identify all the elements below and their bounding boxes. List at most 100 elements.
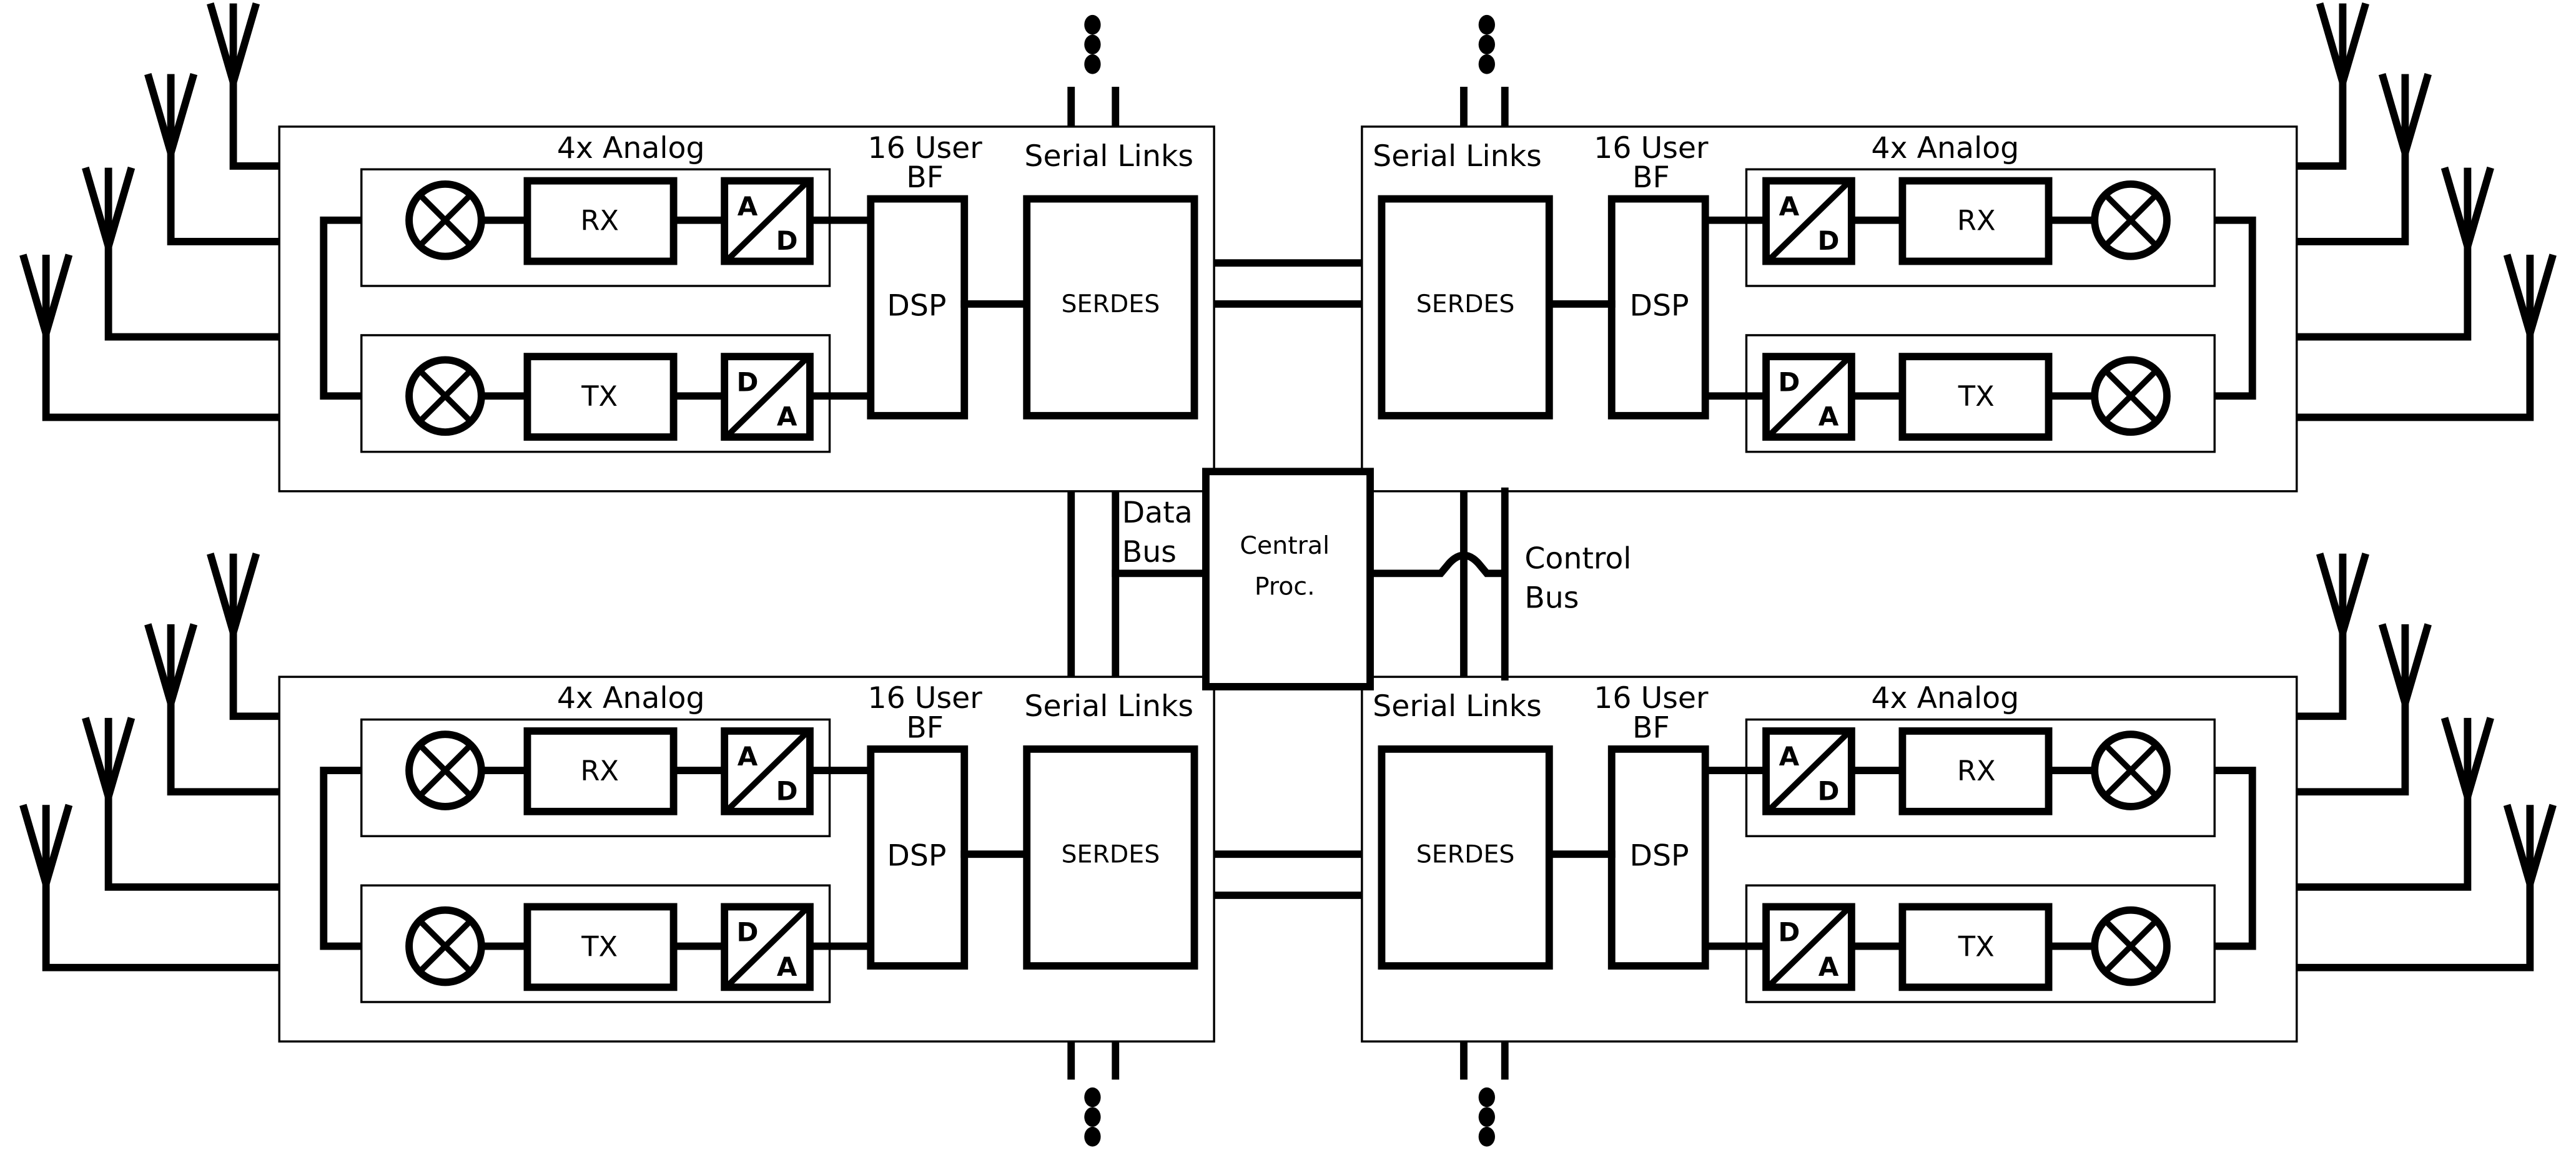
antenna-feed-line [229,553,280,720]
converter-label: D [1818,775,1840,806]
antenna-feed-line [42,255,280,421]
user-bf-label: BF [1632,710,1670,745]
converter-label: D [776,225,798,256]
control-bus-label: Bus [1524,581,1579,616]
tx-label: TX [581,930,618,963]
user-bf-label: 16 User [1594,131,1709,165]
converter-label: A [1818,951,1839,982]
antenna-icon [2296,717,2494,891]
antenna-icon [2296,72,2432,245]
tx-block [523,353,678,441]
antenna-icon [82,166,280,341]
antenna-feed-line [2296,3,2347,170]
control-bus-label: Control [1524,541,1631,576]
antenna-feed-line [2296,167,2472,341]
user-bf-label: BF [906,160,944,195]
serial-links-label: Serial Links [1373,689,1542,724]
antenna-feed-line [167,74,280,245]
central-proc-label: Central [1240,531,1330,560]
converter-label: A [777,401,797,432]
converter-diagonal [1768,732,1850,811]
converter-label: A [738,741,758,772]
antenna-feed-line [2296,805,2534,971]
rx-label: RX [1957,754,1996,787]
antenna-feed-line [2296,624,2409,796]
converter-diagonal [726,357,808,436]
tx-label: TX [1958,380,1995,413]
antenna-icon [2296,623,2432,796]
antenna-icon [207,2,280,170]
user-bf-label: BF [1632,160,1670,195]
antenna-icon [2296,166,2494,341]
converter-label: D [1818,225,1840,256]
rx-block [523,177,678,265]
data-bus-label: Data [1122,496,1193,530]
user-bf-label: BF [906,710,944,745]
serial-links-label: Serial Links [1024,139,1193,174]
converter-label: A [1779,191,1800,222]
continuation-dot-icon [1478,14,1495,35]
rx-chain: RX AD [360,718,875,837]
antenna-feed-line [2296,553,2347,720]
tx-block [1898,903,2053,991]
antenna-icon [144,72,280,245]
antenna-feed-line [2296,255,2534,421]
antenna-feed-line [2296,717,2472,891]
mixer-icon [405,180,485,260]
dsp-block [1607,195,1709,420]
antenna-feed-line [42,805,280,971]
converter-diagonal [726,907,808,987]
continuation-dot-icon [1084,1107,1101,1127]
rx-label: RX [1957,204,1996,237]
rx-label: RX [580,204,619,237]
antenna-icon [19,253,280,421]
antenna-feed-line [104,167,280,341]
mixer-cross [2101,917,2160,975]
mixer-cross [416,191,475,249]
rx-chain: RX AD [1701,168,2216,287]
central-processor-block [1202,468,1374,690]
mixer-icon [405,906,485,986]
antenna-icon [82,717,280,891]
continuation-dot-icon [1084,34,1101,55]
central-proc-label: Proc. [1255,573,1315,601]
continuation-dot-icon [1084,1126,1101,1147]
converter-diagonal [726,732,808,811]
serial-links-label: Serial Links [1024,689,1193,724]
converter-diagonal [726,181,808,261]
continuation-dot-icon [1084,1087,1101,1108]
serdes-label: SERDES [1062,290,1160,318]
converter-label: D [776,775,798,806]
serdes-block [1023,195,1198,420]
converter-label: A [777,951,797,982]
user-bf-label: 16 User [868,131,983,165]
serdes-block [1378,745,1553,970]
continuation-dot-icon [1478,34,1495,55]
antenna-icon [207,553,280,720]
converter-label: D [1778,917,1800,948]
continuation-dot-icon [1478,1126,1495,1147]
antenna-icon [144,623,280,796]
rx-label: RX [580,754,619,787]
dsp-label: DSP [1630,288,1689,323]
converter-diagonal [1768,907,1850,987]
antenna-icon [2296,804,2557,971]
converter-label: A [1818,401,1839,432]
mixer-icon [405,356,485,436]
rx-block [1898,727,2053,815]
continuation-dot-icon [1084,14,1101,35]
serdes-label: SERDES [1062,840,1160,868]
mixer-icon [2091,906,2171,986]
converter-label: D [1778,366,1800,397]
dsp-label: DSP [887,288,946,323]
user-bf-label: 16 User [1594,681,1709,715]
converter-label: A [738,191,758,222]
converter-label: D [737,917,759,948]
